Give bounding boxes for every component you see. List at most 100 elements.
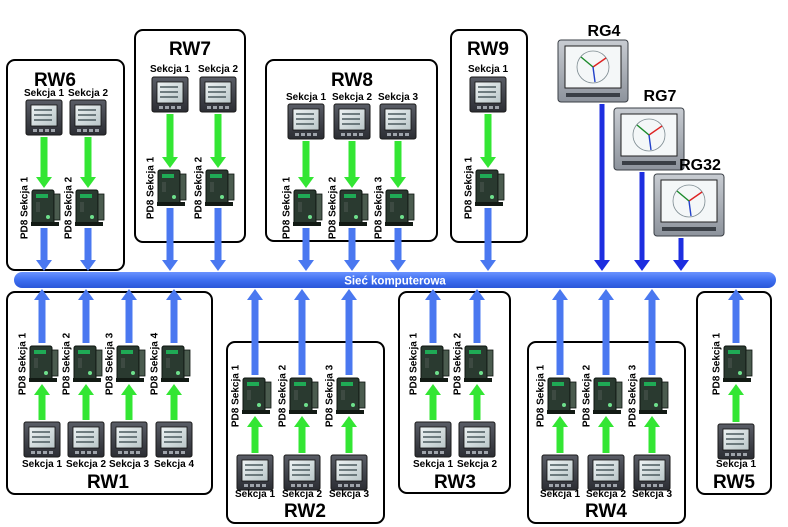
recorder-title-rg7: RG7 (644, 88, 677, 105)
meter-link-rw4-1 (552, 416, 568, 453)
group-box-rw6 (6, 59, 125, 271)
meter-link-rw2-2 (294, 416, 310, 453)
bus-link-rw6-1 (36, 228, 52, 271)
pd8-label-rw1-1: PD8 Sekcja 1 (18, 332, 29, 395)
recorder-title-rg32: RG32 (679, 157, 721, 174)
pd8-label-rw2-1: PD8 Sekcja 1 (231, 364, 242, 427)
group-title-rw3: RW3 (434, 472, 476, 493)
bus-link-rw1-3 (121, 289, 137, 343)
pd8-module-rw6-1 (31, 189, 61, 226)
section-label-rw7-1: Sekcja 1 (150, 64, 190, 75)
meter-rw7-2 (199, 76, 237, 113)
recorder-link-rg7 (634, 172, 650, 271)
pd8-module-rw6-2 (75, 189, 105, 226)
pd8-module-rw3-2 (464, 345, 494, 382)
pd8-label-rw2-3: PD8 Sekcja 3 (325, 364, 336, 427)
pd8-module-rw2-2 (289, 377, 319, 414)
group-title-rw2: RW2 (284, 501, 326, 522)
section-label-rw1-2: Sekcja 2 (66, 459, 106, 470)
meter-rw5-1 (717, 423, 755, 460)
pd8-module-rw8-3 (385, 189, 415, 226)
meter-link-rw5-1 (728, 384, 744, 422)
pd8-label-rw4-3: PD8 Sekcja 3 (628, 364, 639, 427)
meter-link-rw2-3 (341, 416, 357, 453)
section-label-rw4-2: Sekcja 2 (586, 489, 626, 500)
pd8-label-rw5-1: PD8 Sekcja 1 (712, 332, 723, 395)
pd8-label-rw4-1: PD8 Sekcja 1 (536, 364, 547, 427)
group-title-rw1: RW1 (87, 472, 129, 493)
recorder-rg32 (653, 173, 725, 237)
pd8-module-rw3-1 (420, 345, 450, 382)
section-label-rw2-2: Sekcja 2 (282, 489, 322, 500)
pd8-module-rw8-1 (293, 189, 323, 226)
section-label-rw1-3: Sekcja 3 (109, 459, 149, 470)
pd8-label-rw4-2: PD8 Sekcja 2 (582, 364, 593, 427)
meter-rw8-3 (379, 103, 417, 140)
section-label-rw7-2: Sekcja 2 (198, 64, 238, 75)
group-title-rw7: RW7 (169, 39, 211, 60)
meter-rw7-1 (151, 76, 189, 113)
pd8-label-rw6-2: PD8 Sekcja 2 (64, 176, 75, 239)
meter-link-rw4-3 (644, 416, 660, 453)
bus-link-rw2-1 (247, 289, 263, 375)
pd8-module-rw5-1 (723, 345, 753, 382)
pd8-label-rw6-1: PD8 Sekcja 1 (20, 176, 31, 239)
recorder-rg7 (613, 107, 685, 171)
section-label-rw8-2: Sekcja 2 (332, 92, 372, 103)
pd8-module-rw1-3 (116, 345, 146, 382)
pd8-label-rw7-1: PD8 Sekcja 1 (146, 156, 157, 219)
recorder-title-rg4: RG4 (588, 23, 621, 40)
recorder-link-rg32 (673, 238, 689, 271)
meter-rw4-3 (633, 454, 671, 491)
bus-link-rw8-3 (390, 228, 406, 271)
meter-rw3-1 (414, 421, 452, 458)
section-label-rw2-3: Sekcja 3 (329, 489, 369, 500)
network-bus: Sieć komputerowa (14, 272, 776, 288)
meter-link-rw9-1 (480, 114, 496, 168)
meter-link-rw1-1 (34, 384, 50, 420)
pd8-label-rw2-2: PD8 Sekcja 2 (278, 364, 289, 427)
pd8-label-rw3-1: PD8 Sekcja 1 (409, 332, 420, 395)
bus-link-rw4-3 (644, 289, 660, 375)
meter-link-rw6-2 (80, 137, 96, 188)
group-box-rw7 (134, 29, 246, 243)
network-label: Sieć komputerowa (344, 276, 446, 288)
pd8-module-rw7-2 (205, 169, 235, 206)
meter-link-rw1-3 (121, 384, 137, 420)
pd8-module-rw4-1 (547, 377, 577, 414)
meter-rw4-2 (587, 454, 625, 491)
group-title-rw5: RW5 (713, 472, 755, 493)
meter-rw1-2 (67, 421, 105, 458)
pd8-label-rw8-1: PD8 Sekcja 1 (282, 176, 293, 239)
pd8-module-rw4-2 (593, 377, 623, 414)
section-label-rw8-3: Sekcja 3 (378, 92, 418, 103)
meter-link-rw8-1 (298, 141, 314, 188)
bus-link-rw3-1 (425, 289, 441, 343)
meter-rw2-1 (236, 454, 274, 491)
section-label-rw3-1: Sekcja 1 (413, 459, 453, 470)
section-label-rw6-2: Sekcja 2 (68, 88, 108, 99)
group-box-rw3 (398, 291, 511, 494)
section-label-rw9-1: Sekcja 1 (468, 64, 508, 75)
pd8-label-rw1-2: PD8 Sekcja 2 (62, 332, 73, 395)
meter-rw1-3 (110, 421, 148, 458)
section-label-rw6-1: Sekcja 1 (24, 88, 64, 99)
pd8-module-rw1-4 (161, 345, 191, 382)
bus-link-rw7-2 (210, 208, 226, 271)
pd8-module-rw2-1 (242, 377, 272, 414)
pd8-module-rw1-1 (29, 345, 59, 382)
pd8-label-rw3-2: PD8 Sekcja 2 (453, 332, 464, 395)
group-title-rw6: RW6 (34, 70, 76, 91)
pd8-module-rw2-3 (336, 377, 366, 414)
section-label-rw4-3: Sekcja 3 (632, 489, 672, 500)
meter-rw1-1 (23, 421, 61, 458)
pd8-label-rw8-3: PD8 Sekcja 3 (374, 176, 385, 239)
meter-link-rw2-1 (247, 416, 263, 453)
bus-link-rw5-1 (728, 289, 744, 343)
meter-rw2-2 (283, 454, 321, 491)
group-title-rw9: RW9 (467, 39, 509, 60)
meter-rw1-4 (155, 421, 193, 458)
pd8-module-rw9-1 (475, 169, 505, 206)
recorder-rg4 (557, 39, 629, 103)
